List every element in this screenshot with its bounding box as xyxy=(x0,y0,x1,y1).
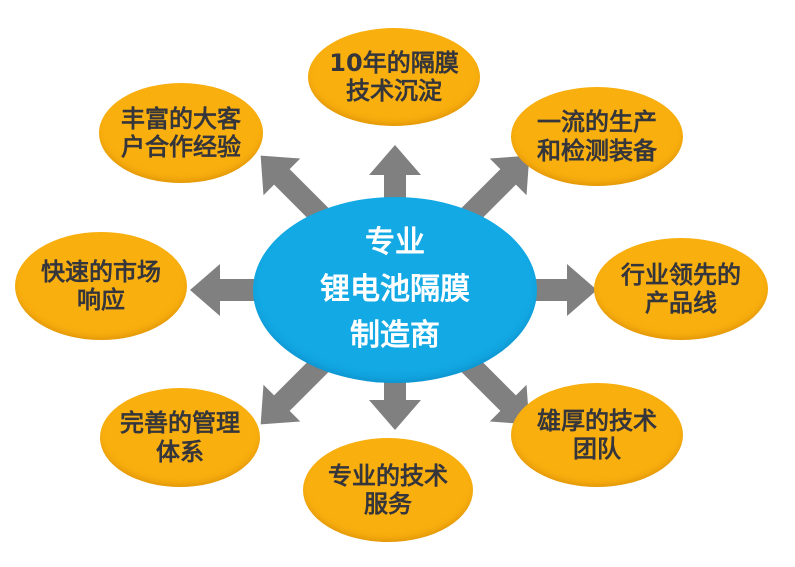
center-node-line: 专业 xyxy=(365,225,425,261)
node-bottom-right: 雄厚的技术 团队 xyxy=(511,383,683,487)
node-right: 行业领先的 产品线 xyxy=(594,238,768,340)
center-node-line: 锂电池隔膜 xyxy=(320,271,470,307)
node-label-line: 10年的隔膜 xyxy=(329,48,459,77)
node-top-left: 丰富的大客 户合作经验 xyxy=(99,83,263,183)
node-label-line: 行业领先的 xyxy=(621,260,741,289)
node-label-line: 响应 xyxy=(77,286,125,314)
node-label-line: 和检测装备 xyxy=(537,136,657,165)
node-label-line: 户合作经验 xyxy=(121,133,241,161)
node-label-line: 团队 xyxy=(573,435,621,463)
node-label-line: 服务 xyxy=(364,490,412,518)
node-label-line: 技术沉淀 xyxy=(346,77,442,105)
node-label-line: 丰富的大客 xyxy=(121,104,241,133)
node-bottom-left: 完善的管理 体系 xyxy=(100,388,260,487)
node-label-line: 雄厚的技术 xyxy=(537,406,657,435)
node-label-line: 体系 xyxy=(156,437,204,466)
node-label-line: 完善的管理 xyxy=(120,409,240,438)
node-label-line: 快速的市场 xyxy=(41,257,161,286)
node-top: 10年的隔膜 技术沉淀 xyxy=(308,28,480,126)
node-left: 快速的市场 响应 xyxy=(15,232,187,340)
node-bottom: 专业的技术 服务 xyxy=(303,438,473,542)
node-label-line: 产品线 xyxy=(645,289,717,317)
center-node-line: 制造商 xyxy=(350,318,440,354)
node-label-line: 一流的生产 xyxy=(537,108,657,137)
center-node: 专业 锂电池隔膜 制造商 xyxy=(253,197,537,383)
node-label-line: 专业的技术 xyxy=(328,461,448,490)
node-top-right: 一流的生产 和检测装备 xyxy=(511,87,683,186)
